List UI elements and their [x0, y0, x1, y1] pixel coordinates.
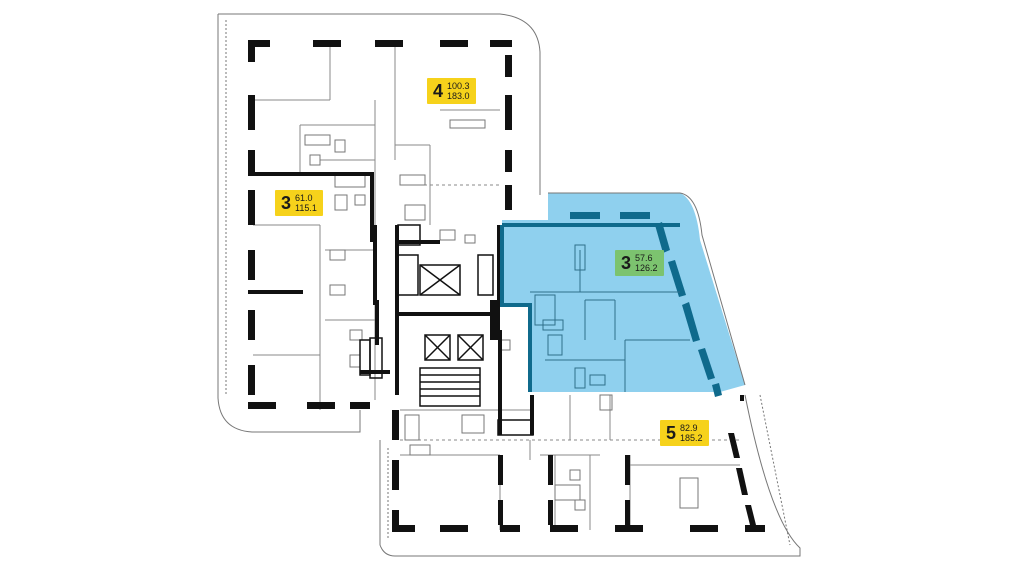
apartment-badge-3-selected[interactable]: 3 57.6 126.2 [615, 250, 664, 276]
selected-apartment-area[interactable] [500, 193, 745, 397]
area-values: 61.0 115.1 [295, 193, 317, 213]
area-living: 82.9 [680, 423, 698, 433]
area-living: 61.0 [295, 193, 313, 203]
area-values: 82.9 185.2 [680, 423, 703, 443]
terrace-outline-east [548, 192, 746, 386]
area-total: 185.2 [680, 433, 703, 443]
rooms-count: 3 [621, 253, 632, 273]
rooms-count: 3 [281, 193, 292, 213]
exterior-walls [248, 40, 765, 532]
area-total: 115.1 [295, 203, 317, 213]
area-total: 183.0 [447, 91, 470, 101]
area-values: 57.6 126.2 [635, 253, 658, 273]
apartment-badge-4[interactable]: 4 100.3 183.0 [427, 78, 476, 104]
apartment-badge-5[interactable]: 5 82.9 185.2 [660, 420, 709, 446]
rooms-count: 5 [666, 423, 677, 443]
area-values: 100.3 183.0 [447, 81, 470, 101]
fixtures [304, 119, 699, 511]
area-living: 57.6 [635, 253, 653, 263]
area-living: 100.3 [447, 81, 470, 91]
area-total: 126.2 [635, 263, 658, 273]
rooms-count: 4 [433, 81, 444, 101]
apartment-badge-3-left[interactable]: 3 61.0 115.1 [275, 190, 323, 216]
terrace-outlines [217, 13, 801, 557]
